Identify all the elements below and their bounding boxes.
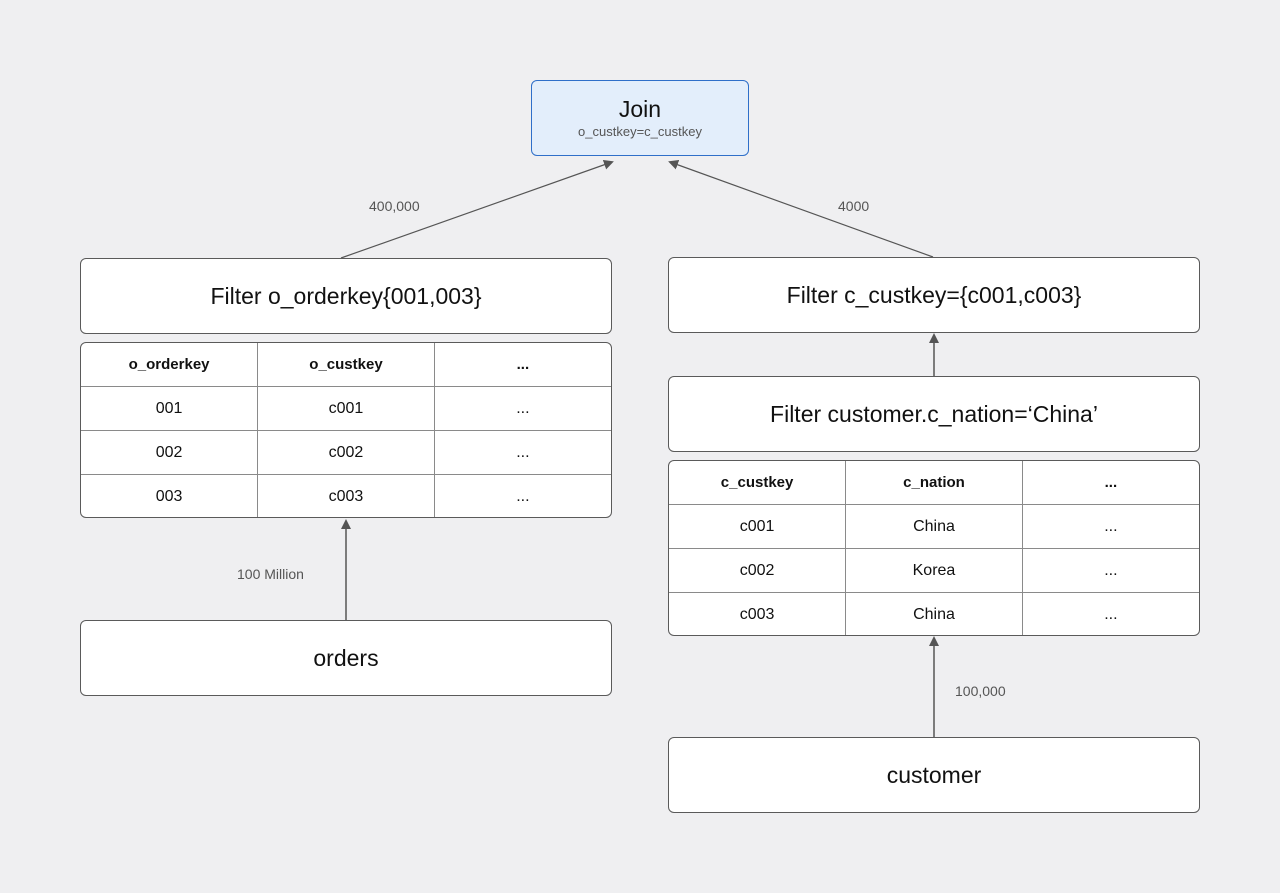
edge-label-left-join: 400,000 — [369, 198, 420, 214]
orders-source-node: orders — [80, 620, 612, 696]
table-row: 003 c003 ... — [81, 474, 611, 517]
join-condition: o_custkey=c_custkey — [578, 124, 702, 139]
column-header: c_nation — [845, 461, 1023, 505]
filter-orderkey-node: Filter o_orderkey{001,003} — [80, 258, 612, 334]
join-node: Join o_custkey=c_custkey — [531, 80, 749, 156]
table-cell: ... — [1022, 504, 1199, 549]
table-row: 002 c002 ... — [81, 430, 611, 475]
customer-source-label: customer — [886, 761, 982, 788]
table-cell: c003 — [257, 474, 435, 517]
table-cell: ... — [516, 487, 530, 505]
table-cell: c001 — [257, 386, 435, 431]
column-header: o_orderkey — [81, 343, 259, 387]
edge-label-customer: 100,000 — [955, 683, 1006, 699]
table-row: 001 c001 ... — [81, 386, 611, 431]
column-header: ... — [434, 343, 611, 387]
filter-orderkey-label: Filter o_orderkey{001,003} — [210, 282, 482, 309]
table-cell: 001 — [81, 386, 259, 431]
table-cell: ... — [434, 386, 611, 431]
column-header: o_custkey — [257, 343, 435, 387]
column-header: ... — [1022, 461, 1199, 505]
filter-nation-label: Filter customer.c_nation=‘China’ — [770, 400, 1098, 427]
table-row: c002 Korea ... — [669, 548, 1199, 593]
table-cell: c002 — [669, 548, 847, 593]
filter-custkey-label: Filter c_custkey={c001,c003} — [786, 281, 1082, 308]
table-cell: 003 — [81, 474, 259, 517]
table-cell: 002 — [81, 430, 259, 475]
column-header: c_custkey — [669, 461, 847, 505]
edge-label-right-join: 4000 — [838, 198, 870, 214]
customer-source-node: customer — [668, 737, 1200, 813]
orders-source-label: orders — [313, 644, 379, 671]
table-cell: ... — [1022, 548, 1199, 593]
table-cell: China — [845, 504, 1023, 549]
table-row: c003 China ... — [669, 592, 1199, 635]
table-cell: c002 — [257, 430, 435, 475]
table-cell: China — [845, 592, 1023, 635]
table-cell: c001 — [669, 504, 847, 549]
table-cell: c003 — [669, 592, 847, 635]
filter-nation-node: Filter customer.c_nation=‘China’ — [668, 376, 1200, 452]
table-cell: ... — [1104, 605, 1118, 623]
table-cell: ... — [434, 430, 611, 475]
table-row: c001 China ... — [669, 504, 1199, 549]
edge-label-orders: 100 Million — [237, 566, 304, 582]
filter-custkey-node: Filter c_custkey={c001,c003} — [668, 257, 1200, 333]
customer-table: c_custkey c_nation ... c001 China ... c0… — [668, 460, 1200, 636]
edge-right-filter-to-join — [668, 160, 934, 258]
table-header-row: o_orderkey o_custkey ... — [81, 343, 611, 387]
table-cell: Korea — [845, 548, 1023, 593]
join-title: Join — [618, 96, 662, 122]
edge-left-filter-to-join — [340, 159, 614, 259]
table-header-row: c_custkey c_nation ... — [669, 461, 1199, 505]
orders-table: o_orderkey o_custkey ... 001 c001 ... 00… — [80, 342, 612, 518]
